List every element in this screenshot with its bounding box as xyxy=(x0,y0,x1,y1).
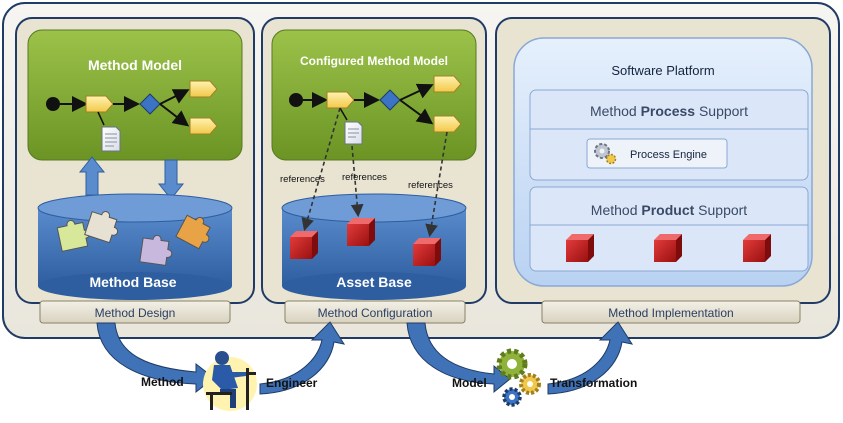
product-cube-icon xyxy=(566,234,594,262)
method-design-panel: Method Model xyxy=(15,17,255,324)
method-configuration-panel: Configured Method Model xyxy=(261,17,487,324)
configured-model-flow xyxy=(289,75,462,145)
decision-diamond-icon xyxy=(139,93,161,115)
up-arrow-icon xyxy=(78,156,106,196)
method-base-label: Method Base xyxy=(89,274,176,290)
activity-chevron-icon xyxy=(189,117,218,135)
asset-base-label: Asset Base xyxy=(336,274,412,290)
process-support-title: Method Process Support xyxy=(590,103,748,119)
gear-icon xyxy=(519,373,541,395)
start-node-icon xyxy=(289,93,303,107)
gear-icon xyxy=(502,387,522,407)
product-cube-icon xyxy=(654,234,682,262)
bottom-flow xyxy=(96,321,634,395)
curved-arrow-engineer-to-configuration xyxy=(259,321,346,395)
puzzle-piece-icon xyxy=(175,214,211,250)
engineer-label: Engineer xyxy=(266,376,318,390)
gear-icon xyxy=(594,143,617,165)
method-label: Method xyxy=(141,375,184,389)
decision-diamond-icon xyxy=(379,89,401,111)
method-model-title: Method Model xyxy=(88,57,182,73)
transformation-label: Transformation xyxy=(550,376,637,390)
method-implementation-label: Method Implementation xyxy=(608,306,733,320)
method-model-flow xyxy=(46,80,218,152)
start-node-icon xyxy=(46,97,60,111)
puzzle-piece-icon xyxy=(139,234,173,266)
product-support-box xyxy=(529,186,809,272)
software-platform-title: Software Platform xyxy=(611,63,714,78)
process-engine-box xyxy=(586,138,728,169)
puzzle-piece-icon xyxy=(56,220,91,252)
activity-chevron-icon xyxy=(85,95,114,113)
curved-arrow-transformation-to-implementation xyxy=(547,321,634,395)
reference-arrow xyxy=(425,131,448,238)
references-label: references xyxy=(342,172,387,183)
activity-chevron-icon xyxy=(433,75,462,93)
method-implementation-tab xyxy=(541,300,801,324)
method-design-label: Method Design xyxy=(95,306,176,320)
references-label: references xyxy=(408,180,453,191)
activity-chevron-icon xyxy=(189,80,218,98)
method-model-box xyxy=(27,29,243,161)
references-label: references xyxy=(280,174,325,185)
activity-chevron-icon xyxy=(326,91,355,109)
curved-arrow-configuration-to-transformation xyxy=(406,322,511,394)
product-support-title: Method Product Support xyxy=(591,202,748,218)
asset-cube-icon xyxy=(413,238,441,266)
curved-arrow-design-to-engineer xyxy=(96,322,215,394)
down-arrow-icon xyxy=(157,159,185,200)
engineer-person-icon xyxy=(203,351,257,411)
method-configuration-tab xyxy=(284,300,466,324)
asset-cube-icon xyxy=(290,231,318,259)
method-configuration-label: Method Configuration xyxy=(318,306,433,320)
document-icon xyxy=(101,126,121,152)
method-design-tab xyxy=(39,300,231,324)
puzzle-piece-icon xyxy=(84,211,119,244)
configured-model-title: Configured Method Model xyxy=(300,54,448,68)
gear-icon xyxy=(496,348,528,380)
process-engine-label: Process Engine xyxy=(630,149,707,161)
method-implementation-panel: Software Platform Method Process Support… xyxy=(495,17,831,324)
activity-chevron-icon xyxy=(433,115,462,133)
model-label: Model xyxy=(452,376,487,390)
reference-arrow xyxy=(350,145,364,218)
asset-cube-icon xyxy=(347,218,375,246)
puzzle-pieces xyxy=(56,211,211,266)
product-cube-icon xyxy=(743,234,771,262)
